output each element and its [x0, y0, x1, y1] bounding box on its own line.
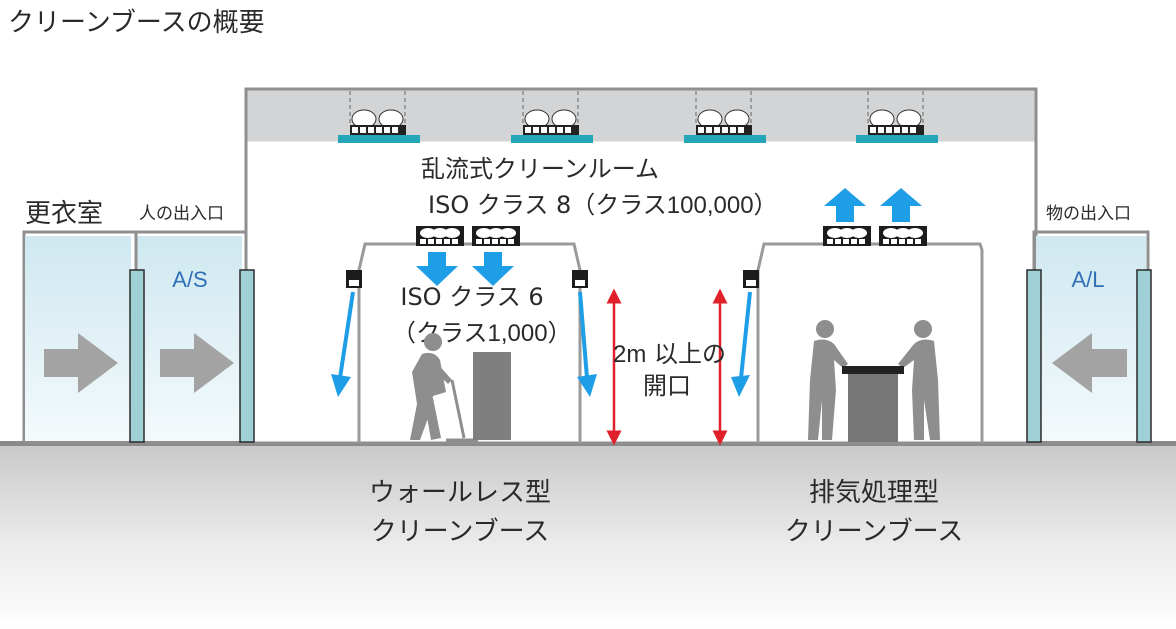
- air-lock-label: A/L: [1071, 267, 1104, 292]
- booth-class-label: ISO クラス 6: [400, 283, 543, 311]
- right-arrow-icon: [44, 333, 118, 393]
- outflow-arrow-icon: [731, 375, 750, 397]
- booth-class-suffix: ）: [548, 319, 572, 347]
- cleanroom-class-label: ISO クラス 8（クラス100,000）: [428, 191, 778, 219]
- wallless-booth-sub-label: クリーンブース: [371, 517, 550, 547]
- booth-class-sub-label: （クラス1,000）: [392, 319, 572, 347]
- people-entrance-label: 人の出入口: [139, 204, 224, 224]
- opening-value: 2m: [613, 341, 646, 368]
- downflow-arrow-icon: [472, 252, 514, 286]
- downflow-arrow-icon: [416, 252, 458, 286]
- exhaust-booth-label: 排気処理型: [809, 478, 939, 508]
- cleanroom-label: 乱流式クリーンルーム: [421, 155, 659, 183]
- exhaust-booth: [743, 226, 984, 443]
- left-arrow-icon: [1052, 333, 1127, 393]
- air-shower-glass: [137, 236, 242, 441]
- clean-room-enclosure: [244, 87, 1038, 445]
- worker-figure: [410, 333, 478, 442]
- wallless-booth: [346, 226, 588, 443]
- outflow-arrows-right: [731, 291, 752, 397]
- changing-room-label: 更衣室: [25, 199, 103, 229]
- cleanroom-class-prefix: ISO クラス 8（クラス: [428, 191, 667, 219]
- ceiling-fan-filter-unit: [338, 91, 420, 143]
- exhaust-booth-sub-label: クリーンブース: [785, 517, 964, 547]
- downflow-arrows: [416, 252, 514, 286]
- booth-class-value: 1,000: [488, 320, 548, 347]
- cleanroom-class-value: 100,000: [667, 192, 754, 219]
- outflow-arrow-icon: [577, 374, 597, 397]
- diagram-title: クリーンブースの概要: [8, 8, 265, 38]
- table-top: [842, 366, 904, 374]
- entry-arrows: [44, 333, 234, 393]
- booth-filter-unit: [416, 226, 464, 246]
- opening-text: 以上の: [646, 340, 726, 368]
- outflow-arrow-icon: [331, 374, 351, 397]
- cart-box: [473, 352, 511, 440]
- opening-label: 2m 以上の: [613, 340, 726, 368]
- door-pillar: [129, 269, 145, 443]
- air-shower-label: A/S: [172, 267, 207, 292]
- exhaust-arrows: [824, 188, 922, 222]
- work-table: [848, 370, 898, 442]
- door-pillar: [1026, 269, 1042, 443]
- exhaust-arrow-icon: [880, 188, 922, 222]
- right-arrow-icon: [160, 333, 234, 393]
- floor: [0, 445, 1176, 629]
- goods-entrance-label: 物の出入口: [1046, 204, 1131, 224]
- door-pillar: [1136, 269, 1152, 443]
- outflow-arrows-left: [331, 291, 597, 397]
- cleanroom-class-suffix: ）: [754, 191, 778, 219]
- wallless-booth-label: ウォールレス型: [369, 478, 551, 508]
- opening-label-2: 開口: [643, 372, 691, 400]
- exhaust-arrow-icon: [824, 188, 866, 222]
- workers-at-table: [808, 320, 940, 440]
- door-pillar: [239, 269, 255, 443]
